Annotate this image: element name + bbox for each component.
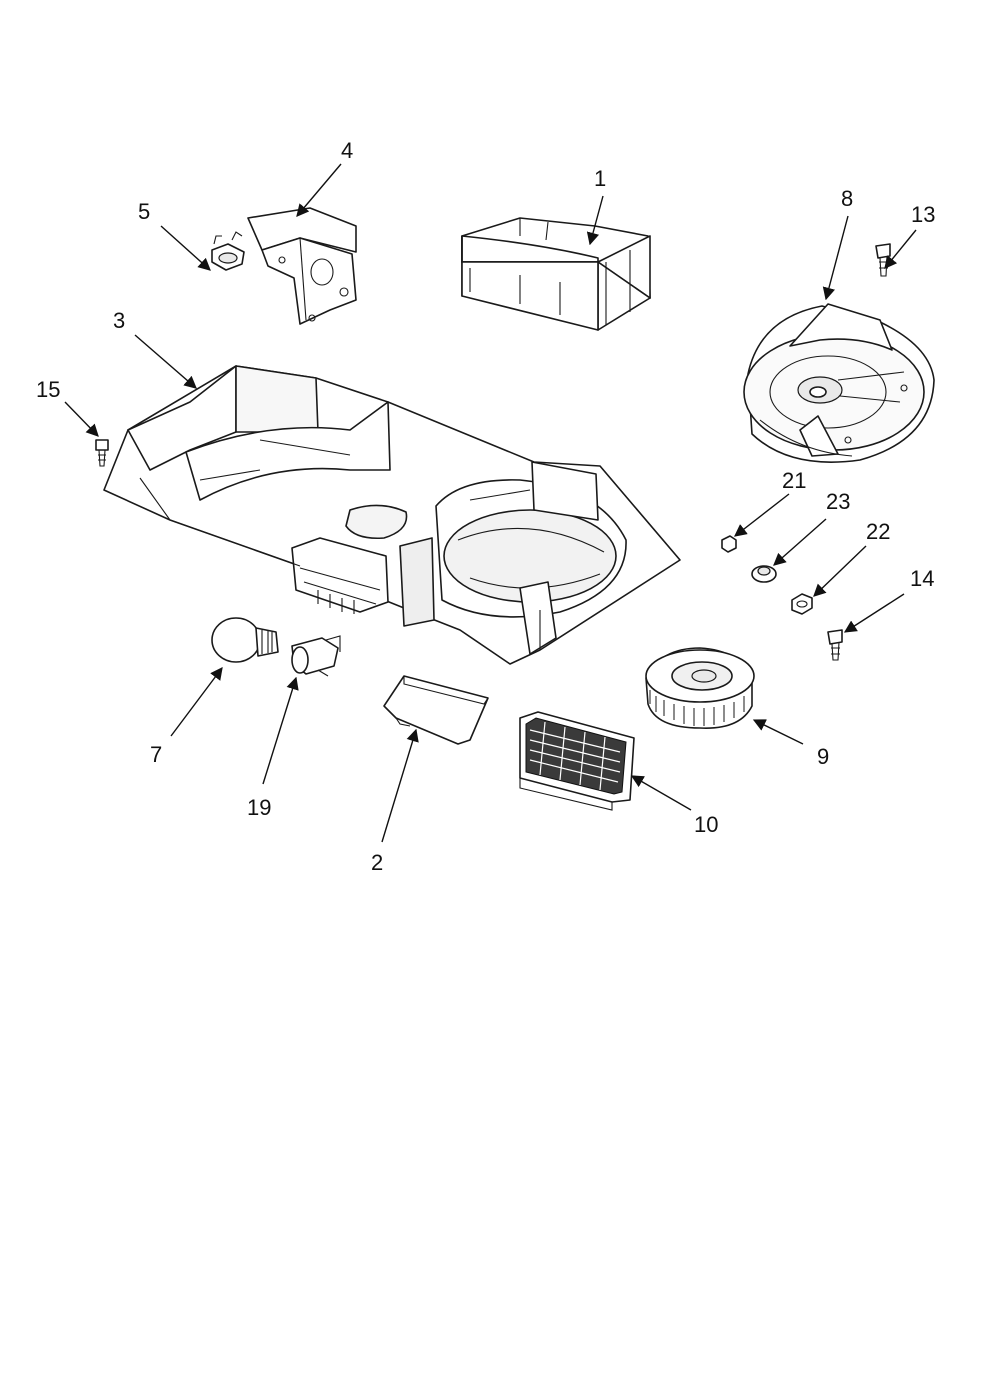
leader-10 xyxy=(630,775,692,811)
leader-13 xyxy=(884,229,917,269)
leader-9 xyxy=(752,719,804,745)
part-13-screw xyxy=(875,243,891,277)
part-1-air-duct xyxy=(461,217,651,331)
part-19-lamp-socket xyxy=(291,635,341,677)
part-10-grease-filter xyxy=(519,711,635,811)
part-22-nut xyxy=(791,593,813,615)
callout-23: 23 xyxy=(826,489,850,514)
part-8-blower-housing xyxy=(743,303,935,463)
leader-5 xyxy=(160,225,211,271)
leader-8 xyxy=(822,215,849,301)
leader-22 xyxy=(813,545,867,597)
leader-15 xyxy=(64,401,99,437)
part-7-lamp-bulb xyxy=(211,617,279,663)
part-14-screw xyxy=(827,629,843,661)
part-9-blower-wheel xyxy=(645,647,755,729)
part-4-bracket xyxy=(247,207,357,325)
part-2-cover-plate xyxy=(383,675,489,745)
callout-19: 19 xyxy=(247,795,271,820)
leader-3 xyxy=(134,334,197,389)
callout-4: 4 xyxy=(341,138,353,163)
leader-1 xyxy=(586,195,604,246)
leader-14 xyxy=(843,593,905,633)
part-15-screw xyxy=(95,439,109,467)
leader-19 xyxy=(262,676,299,785)
callout-15: 15 xyxy=(36,377,60,402)
callout-10: 10 xyxy=(694,812,718,837)
leader-lines xyxy=(64,163,917,843)
callout-9: 9 xyxy=(817,744,829,769)
leader-7 xyxy=(170,666,223,737)
part-3-base-housing xyxy=(103,365,681,665)
callout-13: 13 xyxy=(911,202,935,227)
part-5-thermal-switch xyxy=(211,231,245,271)
part-21-nut xyxy=(721,535,737,553)
callout-21: 21 xyxy=(782,468,806,493)
leader-4 xyxy=(296,163,342,217)
leader-23 xyxy=(773,518,827,566)
leader-21 xyxy=(734,493,790,537)
callout-7: 7 xyxy=(150,742,162,767)
callout-3: 3 xyxy=(113,308,125,333)
callout-2: 2 xyxy=(371,850,383,875)
callout-1: 1 xyxy=(594,166,606,191)
callout-numbers: 1 4 5 3 15 8 13 21 23 22 14 9 10 2 19 7 xyxy=(36,138,935,875)
callout-22: 22 xyxy=(866,519,890,544)
part-23-hub xyxy=(751,565,777,583)
callout-14: 14 xyxy=(910,566,934,591)
callout-8: 8 xyxy=(841,186,853,211)
callout-5: 5 xyxy=(138,199,150,224)
leader-2 xyxy=(381,728,419,843)
